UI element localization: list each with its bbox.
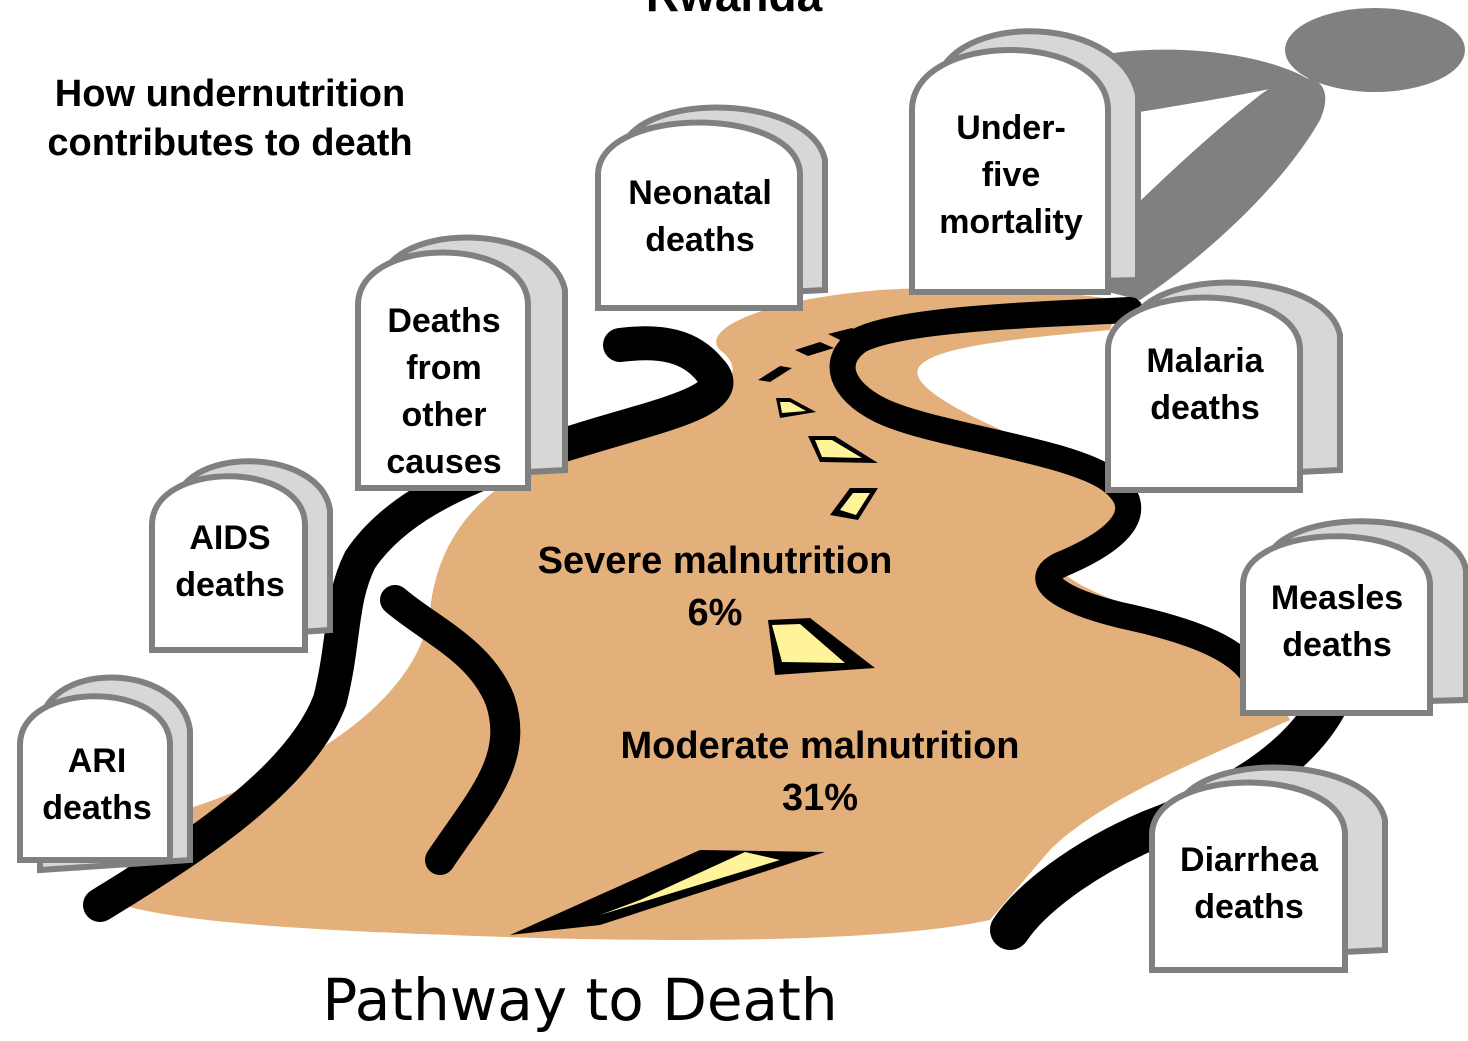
stripe	[795, 342, 834, 356]
stripe	[758, 366, 792, 382]
stripe	[600, 852, 780, 915]
diagram-subtitle: How undernutrition contributes to death	[47, 73, 413, 164]
stripe	[828, 328, 862, 340]
stripe	[815, 440, 862, 458]
tombstone-label-ari: ARI deaths	[42, 742, 152, 827]
tombstone-label-measles: Measles deaths	[1270, 579, 1404, 664]
tombstone-diarrhea	[1149, 764, 1388, 973]
severe-malnutrition-label: Severe malnutrition 6%	[537, 540, 893, 634]
tombstone-aids	[149, 458, 333, 653]
road-edge-left-inner	[380, 585, 521, 875]
tombstone-label-under-five: Under- five mortality	[939, 109, 1083, 241]
stripe	[780, 402, 806, 413]
slide-title: Rwanda	[0, 0, 1468, 20]
tombstone-malaria	[1105, 279, 1343, 493]
tombstone-measles	[1240, 518, 1468, 716]
footer-caption: Pathway to Death	[322, 966, 838, 1034]
tombstone-other	[355, 234, 568, 491]
tombstone-neonatal	[595, 104, 828, 311]
tombstone-under-five	[909, 28, 1141, 295]
tombstone-label-malaria: Malaria deaths	[1146, 342, 1264, 427]
tombstone-label-neonatal: Neonatal deaths	[628, 174, 772, 259]
tombstone-ari	[17, 674, 193, 874]
stripe	[840, 493, 870, 515]
road-edge-left	[83, 326, 734, 922]
tombstone-label-aids: AIDS deaths	[175, 519, 285, 604]
road-edge-right	[829, 297, 1273, 703]
moderate-malnutrition-label: Moderate malnutrition 31%	[620, 725, 1020, 819]
tombstone-label-diarrhea: Diarrhea deaths	[1180, 841, 1318, 926]
stripe	[772, 624, 845, 663]
tombstone-label-other: Deaths from other causes	[386, 302, 502, 481]
road-stripes	[510, 328, 878, 935]
shadow-blob	[1285, 8, 1465, 92]
